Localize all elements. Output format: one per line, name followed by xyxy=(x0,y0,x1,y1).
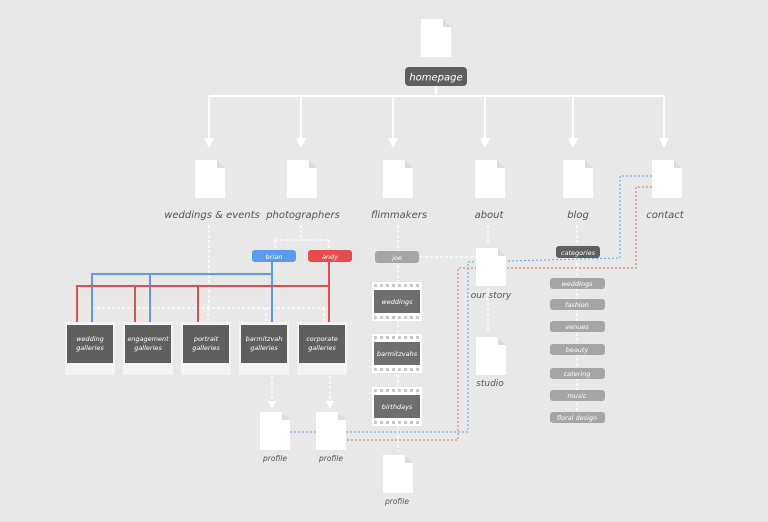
photographer-links xyxy=(76,262,330,325)
film-weddings-label: weddings xyxy=(381,298,413,306)
homepage-node: homepage xyxy=(405,67,467,86)
gallery-wedding: wedding galleries xyxy=(65,322,115,375)
gallery-portrait: portrait galleries xyxy=(181,322,231,375)
our-story-label: our story xyxy=(471,291,512,301)
joe-profile-page-icon xyxy=(383,455,413,493)
our-story-page-icon xyxy=(476,248,506,286)
weddings-events-label: weddings & events xyxy=(164,210,260,221)
about-page-icon xyxy=(475,160,505,198)
photographer-brian-label: brian xyxy=(266,253,283,261)
blog-categories-label: categories xyxy=(561,249,596,257)
category-item: weddings xyxy=(561,280,593,288)
gallery-corporate: corporate galleries xyxy=(297,322,347,375)
gallery-wedding-line2: galleries xyxy=(76,344,104,352)
filmmaker-joe-label: joe xyxy=(391,254,402,262)
blog-page-icon xyxy=(563,160,593,198)
gallery-barmitzvah: barmitzvah galleries xyxy=(239,322,289,375)
filmmaker-joe: joe xyxy=(375,251,419,263)
gallery-portrait-line1: portrait xyxy=(193,335,219,343)
about-label: about xyxy=(475,210,505,221)
tree-connectors xyxy=(204,86,669,148)
film-weddings: weddings xyxy=(372,282,422,321)
category-item: catering xyxy=(564,370,591,378)
contact-page-icon xyxy=(652,160,682,198)
gallery-barmitzvah-line1: barmitzvah xyxy=(246,335,283,343)
andy-profile-page-icon xyxy=(316,412,346,450)
gallery-engagement: engagement galleries xyxy=(123,322,173,375)
photographers-label: photographers xyxy=(265,210,340,221)
blog-category-list: weddings fashion venues beauty catering … xyxy=(550,278,605,423)
category-item: music xyxy=(567,392,587,400)
homepage-label: homepage xyxy=(409,73,462,84)
gallery-corporate-line2: galleries xyxy=(308,344,336,352)
photographer-brian: brian xyxy=(252,250,296,262)
weddings-events-page-icon xyxy=(195,160,225,198)
contact-label: contact xyxy=(646,210,685,221)
joe-profile-label: profile xyxy=(384,497,409,506)
film-barmitzvahs-label: barmitzvahs xyxy=(377,350,418,358)
gallery-wedding-line1: wedding xyxy=(76,335,104,343)
gallery-corporate-line1: corporate xyxy=(306,335,338,343)
film-birthdays-label: birthdays xyxy=(382,403,413,411)
gallery-engagement-line2: galleries xyxy=(134,344,162,352)
brian-profile-page-icon xyxy=(260,412,290,450)
dashed-connectors xyxy=(91,225,578,452)
photographer-andy-label: andy xyxy=(322,253,338,261)
filmmakers-page-icon xyxy=(383,160,413,198)
studio-page-icon xyxy=(476,337,506,375)
studio-label: studio xyxy=(476,379,504,389)
blog-categories-node: categories xyxy=(556,246,600,258)
category-item: fashion xyxy=(565,301,589,309)
film-barmitzvahs: barmitzvahs xyxy=(372,334,422,373)
filmmakers-label: flimmakers xyxy=(371,210,427,221)
andy-profile-label: profile xyxy=(318,454,343,463)
category-item: venues xyxy=(565,323,589,331)
photographers-page-icon xyxy=(287,160,317,198)
gallery-barmitzvah-line2: galleries xyxy=(250,344,278,352)
contact-links xyxy=(290,175,652,441)
brian-profile-label: profile xyxy=(262,454,287,463)
gallery-engagement-line1: engagement xyxy=(127,335,169,343)
gallery-portrait-line2: galleries xyxy=(192,344,220,352)
homepage-page-icon xyxy=(421,19,451,57)
category-item: floral design xyxy=(557,414,597,422)
photographer-andy: andy xyxy=(308,250,352,262)
film-birthdays: birthdays xyxy=(372,387,422,426)
category-item: beauty xyxy=(566,346,589,354)
blog-label: blog xyxy=(567,210,589,221)
